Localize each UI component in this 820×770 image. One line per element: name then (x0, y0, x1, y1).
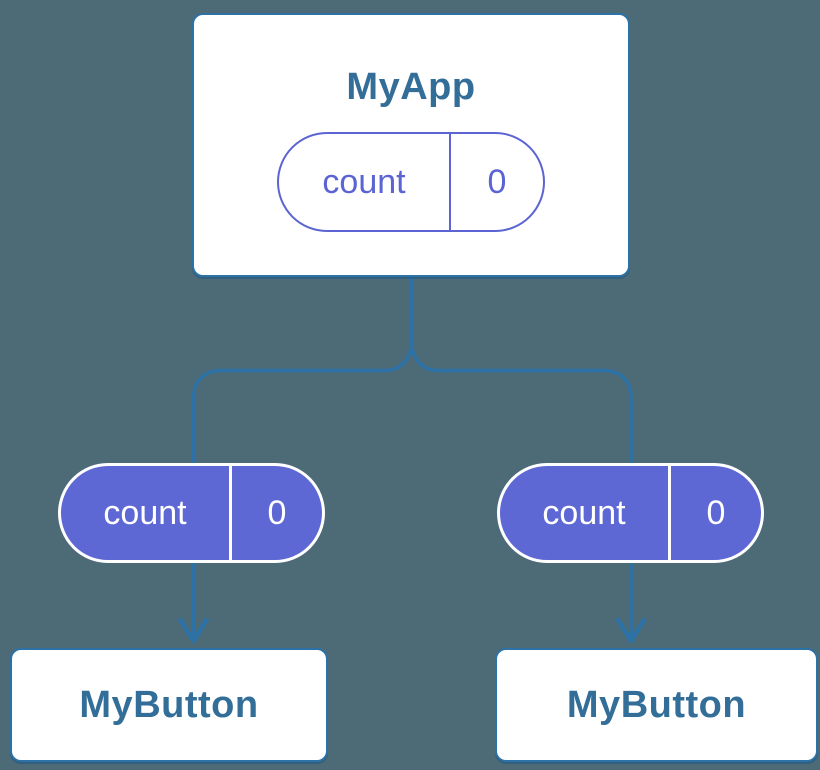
prop-pill-left: count 0 (58, 463, 325, 563)
node-mybutton-right-title: MyButton (566, 683, 747, 726)
pill-divider (229, 466, 232, 560)
state-pill-myapp: count 0 (277, 132, 545, 232)
state-value: 0 (487, 162, 507, 201)
prop-value: 0 (706, 493, 726, 532)
node-mybutton-left: MyButton (10, 648, 328, 762)
arrowhead-right-icon (615, 617, 647, 644)
node-mybutton-left-title: MyButton (79, 683, 259, 726)
connector-right-branch (409, 340, 633, 637)
prop-name: count (542, 493, 626, 532)
prop-name: count (103, 493, 187, 532)
node-myapp-title: MyApp (346, 66, 476, 108)
pill-divider (668, 466, 671, 560)
node-myapp: MyApp count 0 (192, 13, 630, 277)
node-mybutton-right: MyButton (495, 648, 818, 762)
connector-left-branch (191, 340, 414, 637)
prop-pill-right: count 0 (497, 463, 764, 563)
prop-value: 0 (267, 493, 287, 532)
pill-divider (449, 134, 451, 230)
state-name: count (322, 162, 406, 201)
arrowhead-left-icon (178, 617, 209, 644)
